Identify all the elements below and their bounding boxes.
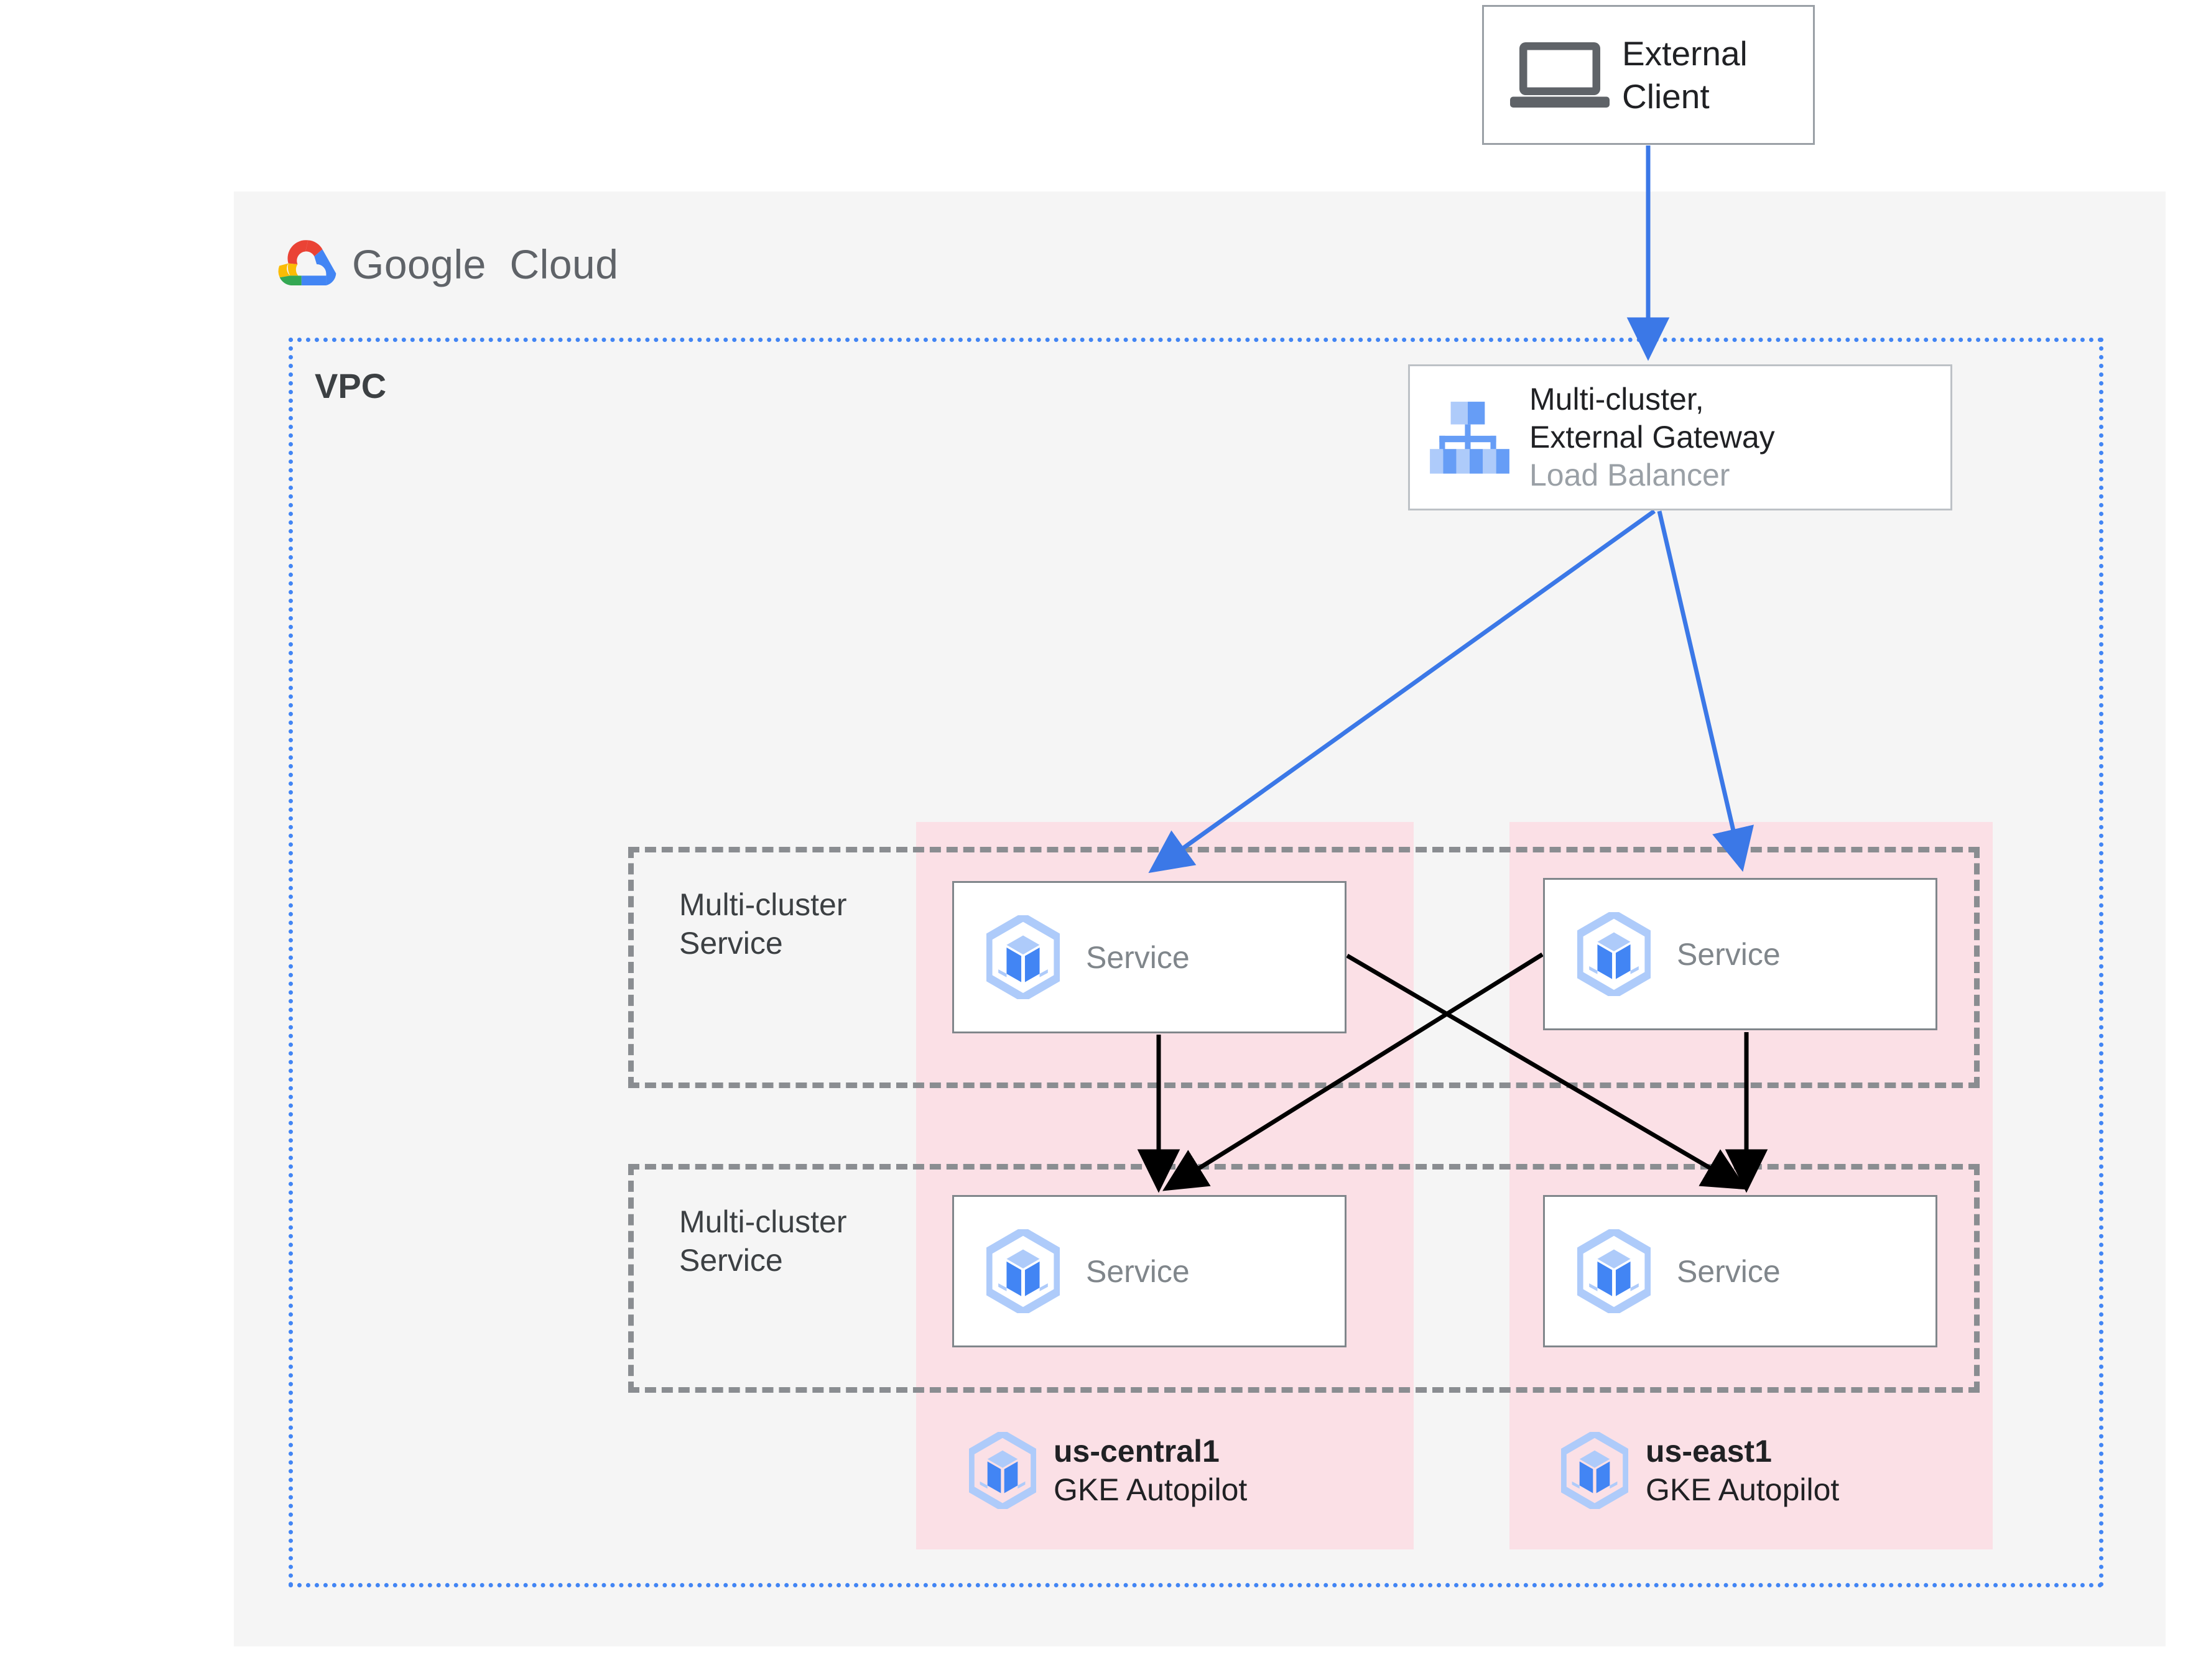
- service-node-us-east1-bottom[interactable]: Service: [1543, 1195, 1937, 1347]
- load-balancer-subtitle: Load Balancer: [1529, 458, 1730, 492]
- mcs-label-0-line1: Multi-cluster: [679, 887, 847, 922]
- cloud-word: Cloud: [509, 241, 619, 287]
- multi-cluster-service-label-0: Multi-cluster Service: [679, 885, 940, 962]
- gke-service-icon: [986, 1229, 1060, 1314]
- gke-service-icon: [1577, 1229, 1651, 1314]
- google-cloud-branding: Google Cloud: [276, 230, 712, 298]
- service-label: Service: [1677, 1253, 1781, 1289]
- external-client-label-line2: Client: [1622, 76, 1710, 116]
- service-label: Service: [1086, 1253, 1190, 1289]
- mcs-label-1-line1: Multi-cluster: [679, 1204, 847, 1239]
- load-balancer-icon: [1430, 401, 1509, 474]
- mcs-label-0-line2: Service: [679, 926, 783, 961]
- load-balancer-text: Multi-cluster, External Gateway Load Bal…: [1529, 381, 1775, 494]
- google-cloud-wordmark: Google Cloud: [352, 241, 618, 288]
- load-balancer-node[interactable]: Multi-cluster, External Gateway Load Bal…: [1408, 364, 1952, 510]
- cluster-name: us-east1: [1646, 1434, 1772, 1469]
- service-node-us-east1-top[interactable]: Service: [1543, 878, 1937, 1030]
- cluster-footer-text: us-east1 GKE Autopilot: [1646, 1432, 1839, 1509]
- cluster-footer-us-east1[interactable]: us-east1 GKE Autopilot: [1561, 1424, 2034, 1517]
- cluster-footer-text: us-central1 GKE Autopilot: [1054, 1432, 1247, 1509]
- external-client-label-line1: External: [1622, 34, 1748, 73]
- multi-cluster-service-label-1: Multi-cluster Service: [679, 1202, 940, 1280]
- cluster-footer-us-central1[interactable]: us-central1 GKE Autopilot: [969, 1424, 1442, 1517]
- gke-service-icon: [969, 1431, 1036, 1510]
- gke-service-icon: [1577, 912, 1651, 997]
- cluster-type: GKE Autopilot: [1646, 1472, 1840, 1507]
- mcs-label-1-line2: Service: [679, 1243, 783, 1278]
- external-client-node[interactable]: External Client: [1482, 5, 1815, 145]
- cluster-type: GKE Autopilot: [1054, 1472, 1248, 1507]
- vpc-boundary: [289, 338, 2103, 1587]
- cluster-name: us-central1: [1054, 1434, 1220, 1469]
- gke-service-icon: [1561, 1431, 1628, 1510]
- external-client-label: External Client: [1622, 32, 1748, 118]
- load-balancer-title-line1: Multi-cluster,: [1529, 382, 1704, 417]
- service-label: Service: [1677, 936, 1781, 972]
- gke-service-icon: [986, 915, 1060, 1000]
- service-label: Service: [1086, 939, 1190, 975]
- service-node-us-central1-bottom[interactable]: Service: [952, 1195, 1347, 1347]
- vpc-label: VPC: [315, 366, 387, 405]
- google-word: Google: [352, 241, 486, 287]
- service-node-us-central1-top[interactable]: Service: [952, 881, 1347, 1033]
- google-cloud-logo-icon: [278, 240, 336, 285]
- load-balancer-title-line2: External Gateway: [1529, 420, 1775, 455]
- laptop-icon: [1510, 42, 1610, 108]
